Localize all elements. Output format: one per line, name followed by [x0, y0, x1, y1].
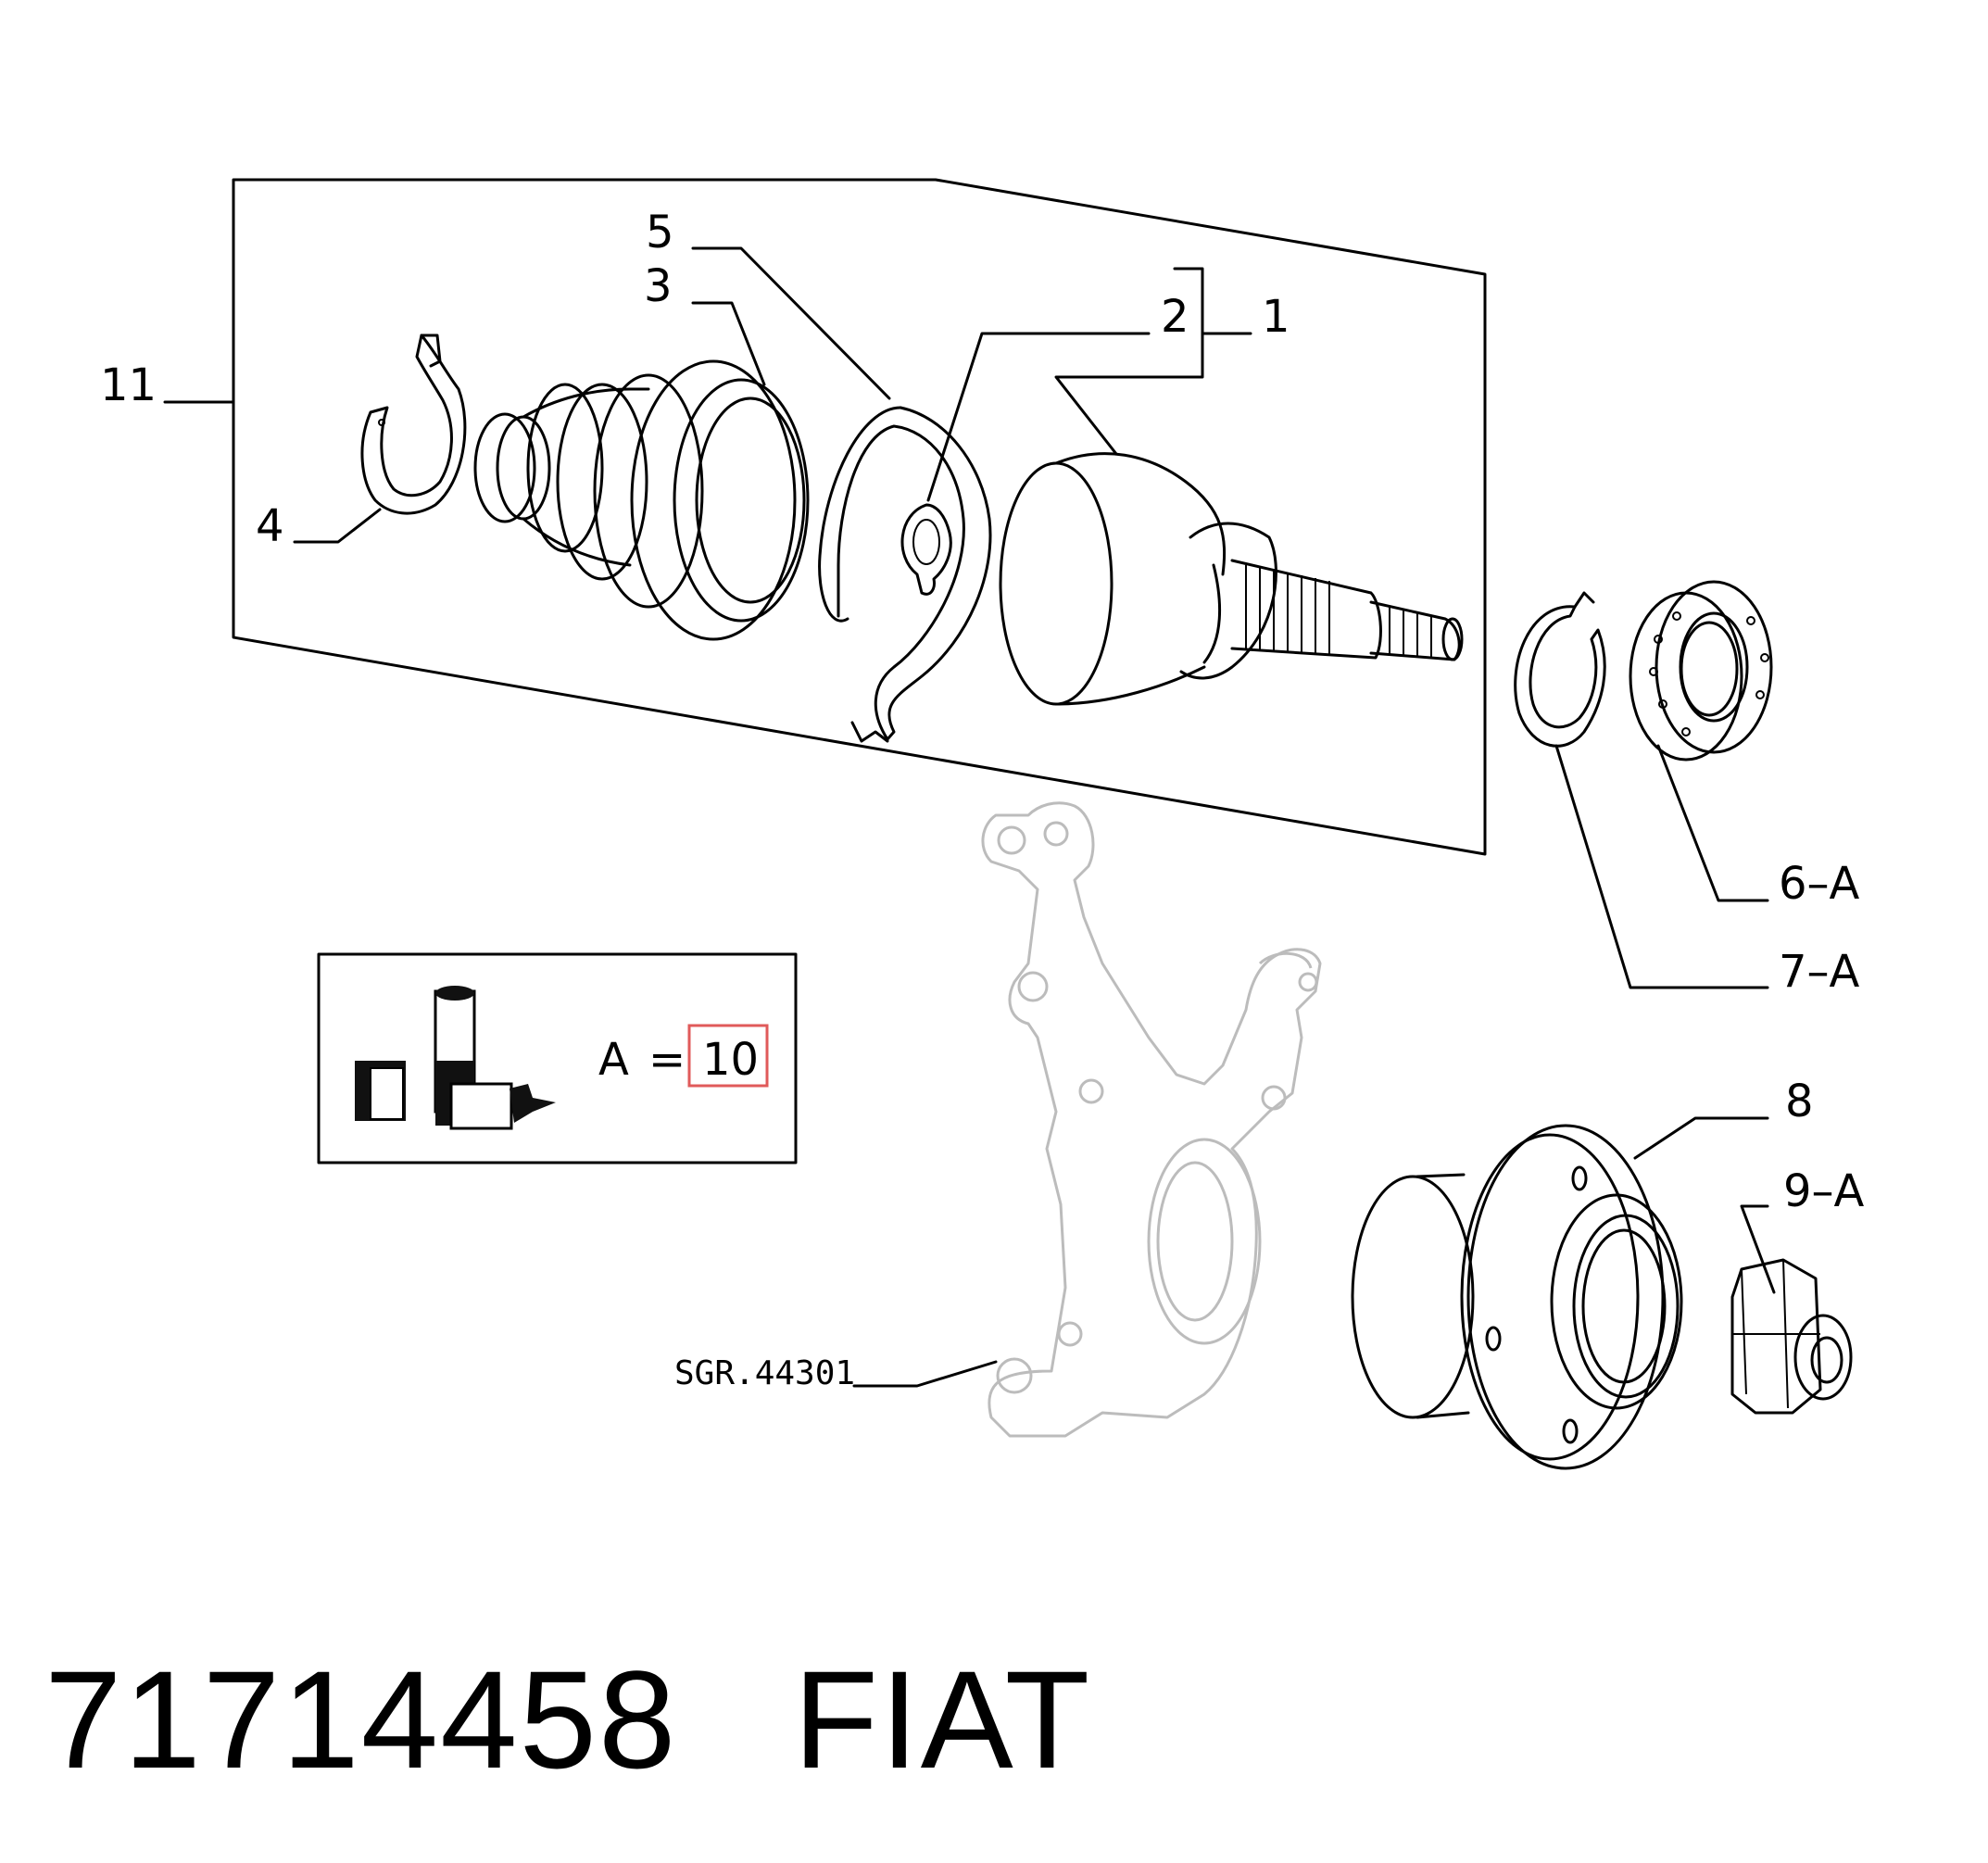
legend-value-highlight	[687, 1024, 769, 1088]
part-3-inner-boot	[473, 359, 810, 641]
brand-name: FIAT	[793, 1642, 1092, 1797]
callout-1: 1	[1262, 291, 1290, 343]
assembly-frame	[232, 178, 1487, 856]
callout-3: 3	[644, 260, 673, 312]
fiat-grease-tube-icon	[355, 986, 556, 1130]
legend-value: 10	[702, 1034, 759, 1086]
part-7-snap-ring	[1514, 591, 1606, 748]
callout-4: 4	[256, 500, 284, 552]
callout-11: 11	[100, 359, 157, 411]
reference-code: SGR.44301	[674, 1354, 855, 1392]
part-1-cv-joint	[999, 452, 1464, 706]
callout-5: 5	[646, 207, 674, 258]
legend-equals: =	[648, 1034, 686, 1086]
legend-box: A = 10	[317, 952, 798, 1164]
legend-label: A	[598, 1034, 629, 1086]
callout-2: 2	[1161, 291, 1189, 343]
steering-knuckle-reference	[981, 801, 1322, 1438]
part-8-wheel-hub	[1351, 1124, 1683, 1470]
part-number: 71714458	[44, 1642, 678, 1797]
part-5-clamp-band	[818, 406, 992, 743]
callout-9-A: 9–A	[1783, 1165, 1865, 1217]
part-9-hub-nut	[1730, 1258, 1853, 1415]
callout-8: 8	[1785, 1076, 1814, 1127]
callout-6-A: 6–A	[1779, 858, 1860, 910]
part-4-circlip	[360, 334, 467, 515]
footer-title: 71714458 FIAT	[44, 1640, 1091, 1800]
part-6-wheel-bearing	[1629, 580, 1773, 762]
part-2-small-circlip	[900, 503, 952, 596]
leader-lines	[163, 246, 1776, 1388]
callout-7-A: 7–A	[1779, 946, 1860, 998]
